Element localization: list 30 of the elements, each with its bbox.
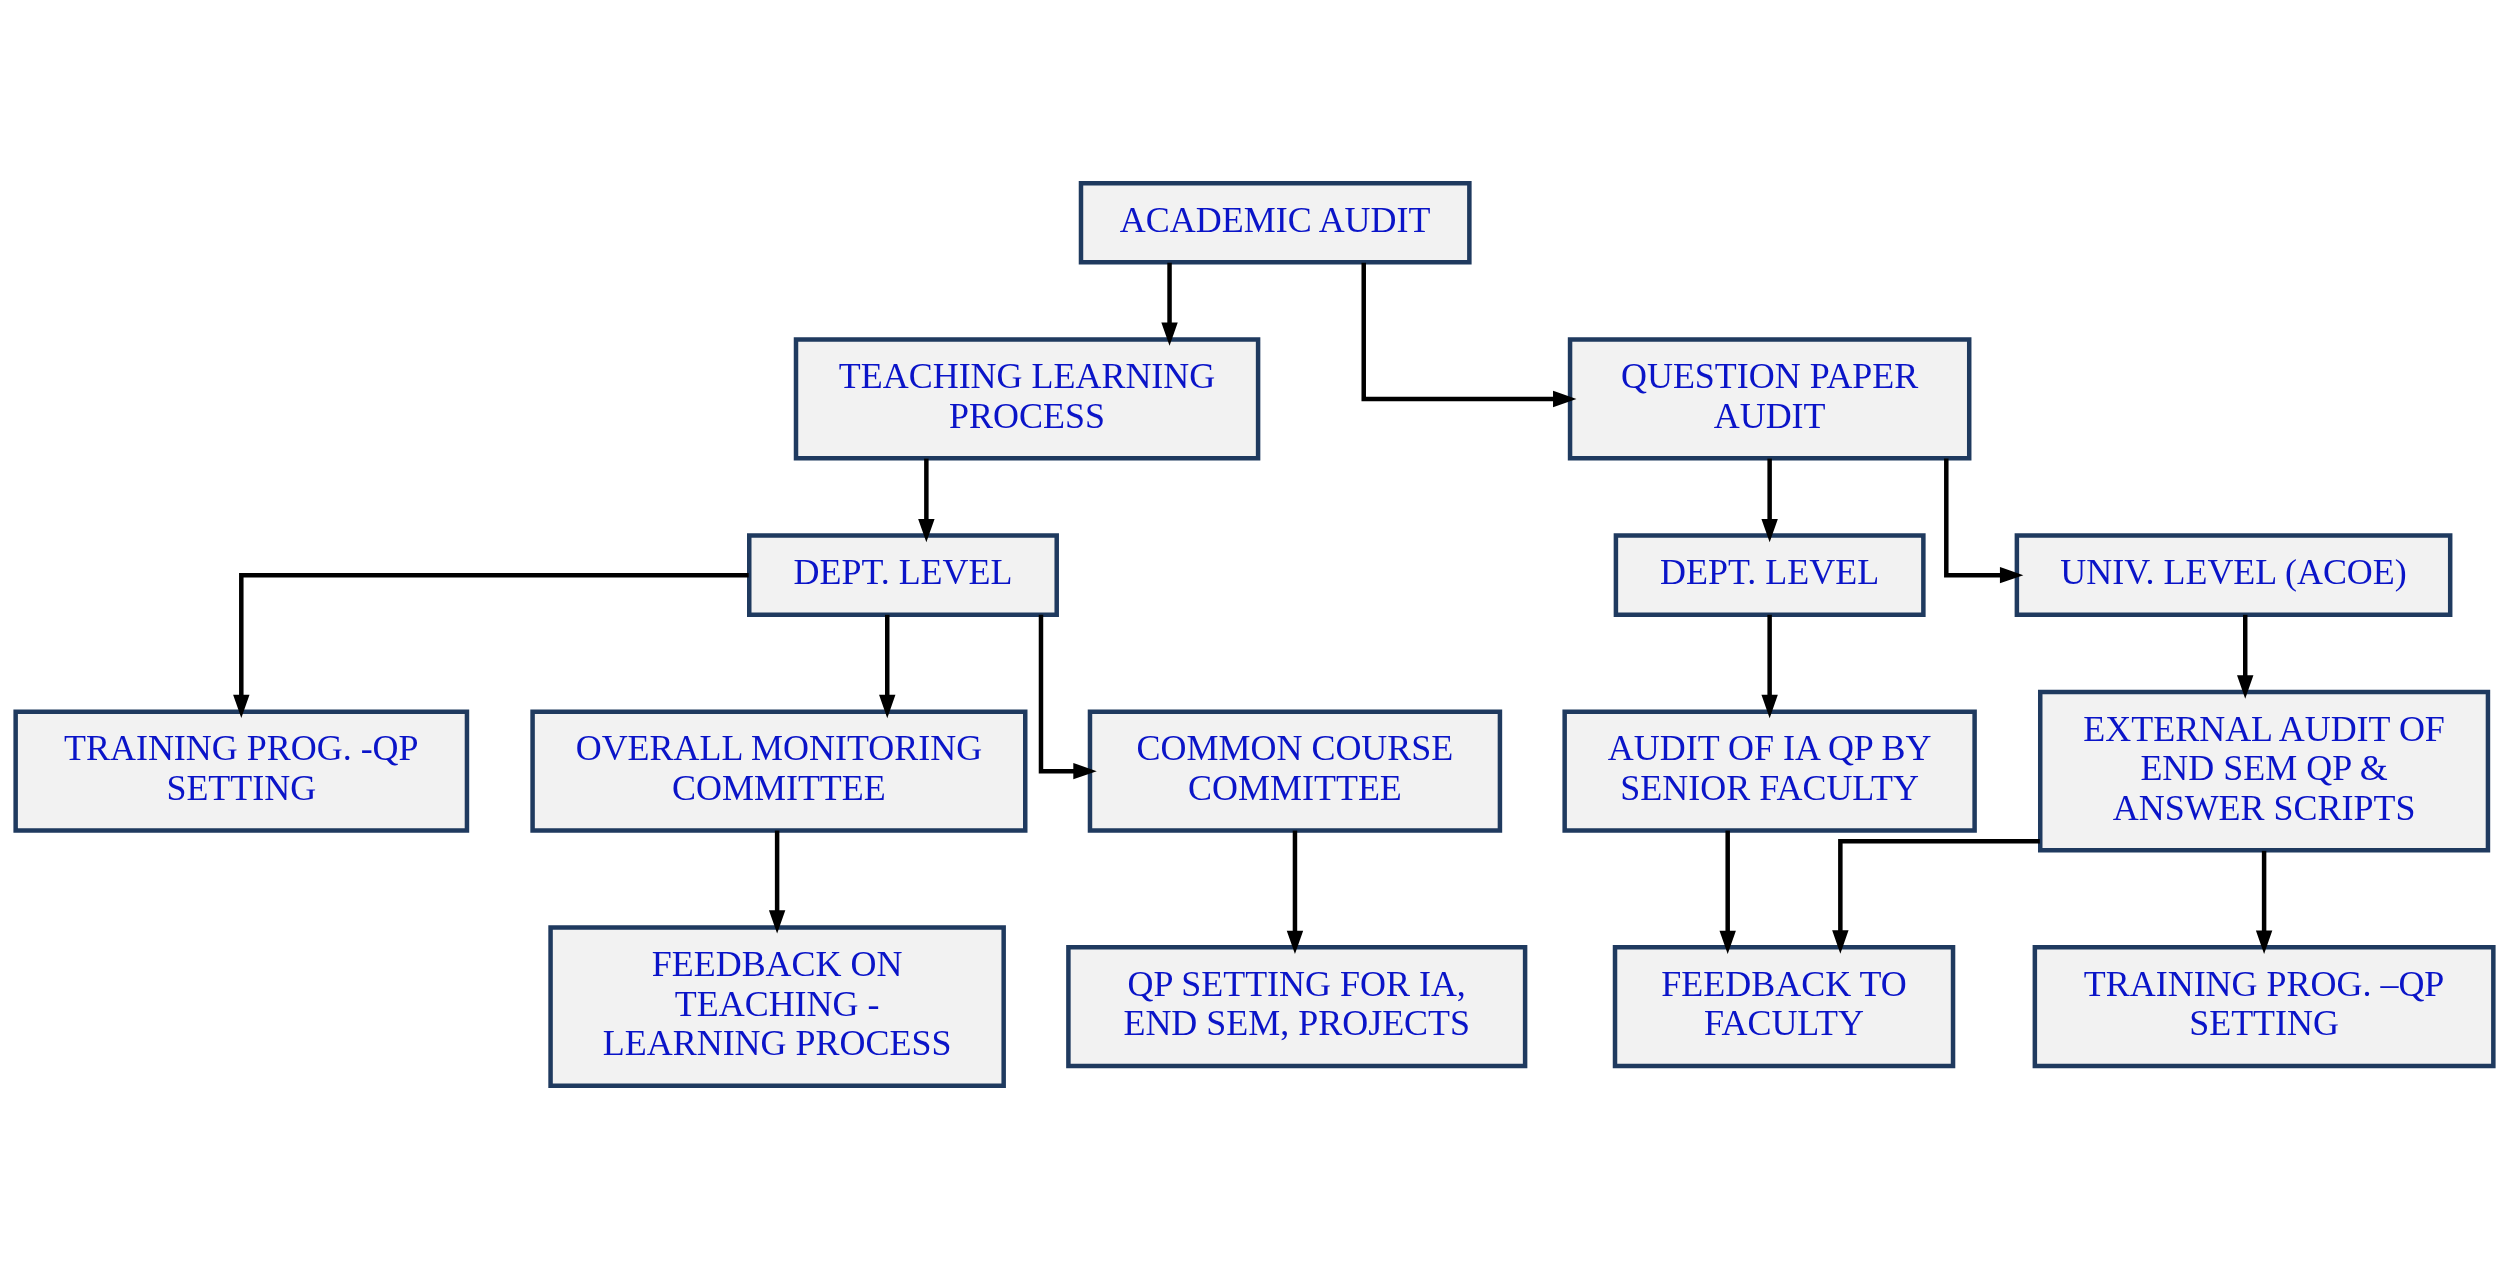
arrow <box>918 458 935 543</box>
node-box: AUDIT OF IA QP BY SENIOR FACULTY <box>1562 709 1977 833</box>
node-box: QUESTION PAPER AUDIT <box>1567 337 1972 461</box>
arrow <box>1761 614 1778 719</box>
arrow <box>2255 850 2273 954</box>
arrow <box>1286 830 1304 955</box>
arrow <box>768 830 786 934</box>
arrow <box>1038 614 1097 780</box>
node-box: UNIV. LEVEL (ACOE) <box>2014 533 2453 617</box>
node-box: DEPT. LEVEL <box>747 533 1059 617</box>
node-box: ACADEMIC AUDIT <box>1078 180 1472 265</box>
node-box: TEACHING LEARNING PROCESS <box>793 337 1261 461</box>
node-box: OVERALL MONITORING COMMITTEE <box>530 709 1028 833</box>
arrow <box>1761 458 1778 543</box>
arrow <box>1361 262 1577 408</box>
arrow <box>1944 458 2024 584</box>
arrow <box>1832 839 2040 954</box>
arrow <box>1161 262 1178 346</box>
node-box: TRAINING PROG. -QP SETTING <box>13 709 470 833</box>
arrow <box>2237 614 2254 699</box>
arrow <box>1719 830 1736 955</box>
node-box: QP SETTING FOR IA, END SEM, PROJECTS <box>1066 945 1528 1069</box>
node-box: FEEDBACK TO FACULTY <box>1612 945 1956 1069</box>
node-box: DEPT. LEVEL <box>1613 533 1926 617</box>
node-box: TRAINING PROG. –QP SETTING <box>2032 945 2496 1069</box>
arrow <box>879 614 896 719</box>
arrow <box>233 572 749 719</box>
node-box: FEEDBACK ON TEACHING - LEARNING PROCESS <box>548 925 1006 1089</box>
node-box: EXTERNAL AUDIT OF END SEM QP & ANSWER SCRIPTS <box>2038 689 2491 853</box>
node-box: COMMON COURSE COMMITTEE <box>1087 709 1503 833</box>
